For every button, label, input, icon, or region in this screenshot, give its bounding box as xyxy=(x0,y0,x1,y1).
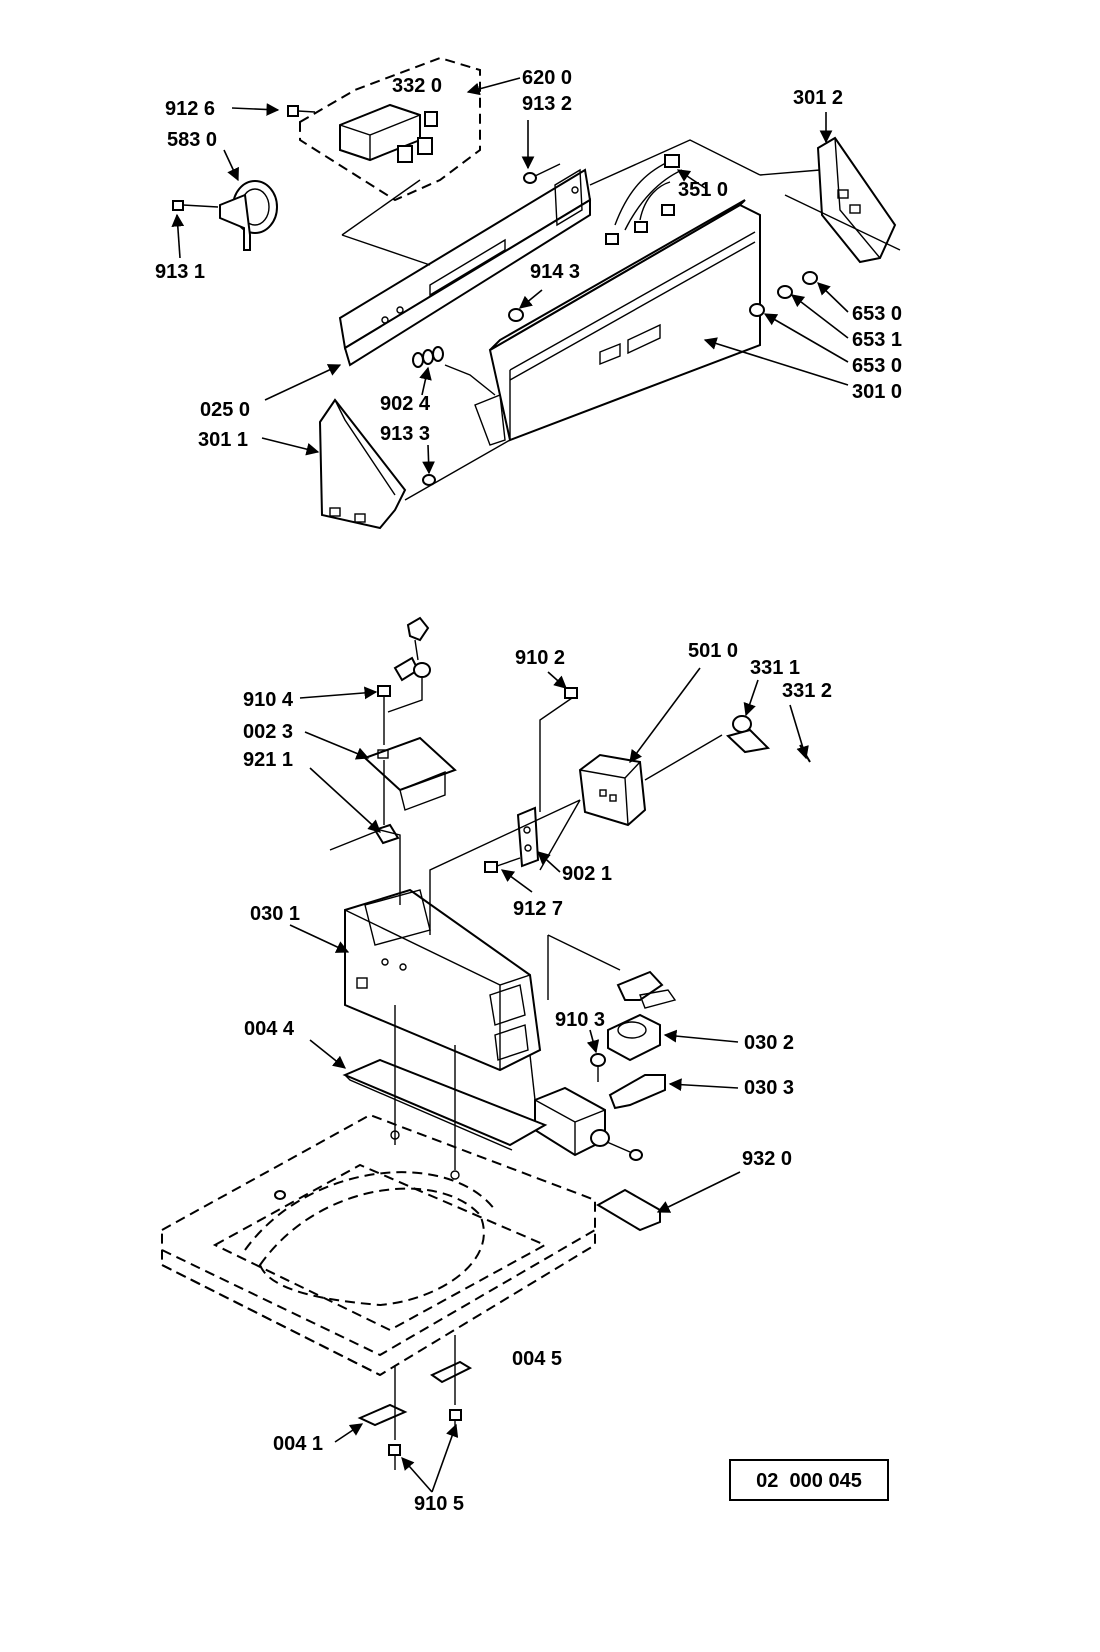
part-0303 xyxy=(608,1074,666,1110)
label-9127: 912 7 xyxy=(513,898,563,920)
screw-9126 xyxy=(287,105,316,117)
label-5830: 583 0 xyxy=(167,129,217,151)
console-panel-3010 xyxy=(474,199,761,446)
label-9132: 913 2 xyxy=(522,93,572,115)
upper-alignment-lines xyxy=(341,139,901,501)
clips-9024 xyxy=(412,346,444,368)
label-9131: 913 1 xyxy=(155,261,205,283)
lock-part xyxy=(387,616,431,713)
end-cap-3011 xyxy=(318,398,407,530)
label-9102: 910 2 xyxy=(515,647,565,669)
bracket-0023 xyxy=(363,736,457,825)
wiring-harness-3510 xyxy=(605,154,683,245)
reference-box: 02 000 045 xyxy=(729,1459,889,1501)
label-0250: 025 0 xyxy=(200,399,250,421)
label-0301: 030 1 xyxy=(250,903,300,925)
label-3311: 331 1 xyxy=(750,657,800,679)
top-frame-0045 xyxy=(161,1113,596,1377)
screw-9131 xyxy=(172,200,219,211)
screw-9103 xyxy=(590,1053,606,1082)
label-6530-b: 653 0 xyxy=(852,355,902,377)
label-3010: 301 0 xyxy=(852,381,902,403)
end-cap-3012 xyxy=(816,136,897,264)
label-9126: 912 6 xyxy=(165,98,215,120)
screw-9102 xyxy=(539,687,578,812)
label-9104: 910 4 xyxy=(243,689,294,711)
label-0023: 002 3 xyxy=(243,721,293,743)
label-0303: 030 3 xyxy=(744,1077,794,1099)
lower-assembly xyxy=(161,616,811,1493)
relay-group-outline xyxy=(299,56,481,202)
control-module-5010 xyxy=(578,753,647,827)
lever-part xyxy=(616,970,677,1009)
cabinet-0301 xyxy=(344,888,542,1072)
screw-9132 xyxy=(523,163,561,184)
label-0044: 004 4 xyxy=(244,1018,295,1040)
label-3510: 351 0 xyxy=(678,179,728,201)
part-9320 xyxy=(595,1188,661,1232)
clip-0041-left xyxy=(357,1403,408,1427)
label-6200: 620 0 xyxy=(522,67,572,89)
label-9103: 910 3 xyxy=(555,1009,605,1031)
relay-part-3320 xyxy=(339,103,438,163)
bracket-9021 xyxy=(516,806,540,868)
label-5010: 501 0 xyxy=(688,640,738,662)
label-9021: 902 1 xyxy=(562,863,612,885)
solenoid-box xyxy=(534,1086,643,1161)
label-9320: 932 0 xyxy=(742,1148,792,1170)
upper-leaders xyxy=(171,77,849,475)
clip-0041-right xyxy=(430,1360,473,1384)
label-6531: 653 1 xyxy=(852,329,902,351)
screw-9104 xyxy=(377,685,391,745)
label-9143: 914 3 xyxy=(530,261,580,283)
label-9024: 902 4 xyxy=(380,393,431,415)
part-0302 xyxy=(607,1013,661,1062)
label-0041: 004 1 xyxy=(273,1433,323,1455)
clip-9143 xyxy=(508,308,524,322)
upper-assembly xyxy=(171,56,901,530)
label-9105: 910 5 xyxy=(414,1493,464,1515)
label-0302: 030 2 xyxy=(744,1032,794,1054)
label-3320: 332 0 xyxy=(392,75,442,97)
back-rail-0250 xyxy=(338,168,592,367)
pressure-switch-5830 xyxy=(219,180,278,251)
label-0045: 004 5 xyxy=(512,1348,562,1370)
label-9133: 913 3 xyxy=(380,423,430,445)
screws-653 xyxy=(749,271,818,317)
screw-9133 xyxy=(422,474,436,486)
label-6530-a: 653 0 xyxy=(852,303,902,325)
screw-9127 xyxy=(484,857,521,873)
plate-0044 xyxy=(342,1058,548,1151)
lower-leaders xyxy=(289,667,809,1493)
label-3012: 301 2 xyxy=(793,87,843,109)
knob-3311 xyxy=(726,715,771,754)
label-9211: 921 1 xyxy=(243,749,293,771)
label-3011: 301 1 xyxy=(198,429,248,451)
part-labels: 912 6 583 0 913 1 332 0 620 0 913 2 301 … xyxy=(155,67,902,1515)
label-3312: 331 2 xyxy=(782,680,832,702)
reference-number: 02 000 045 xyxy=(756,1470,862,1492)
